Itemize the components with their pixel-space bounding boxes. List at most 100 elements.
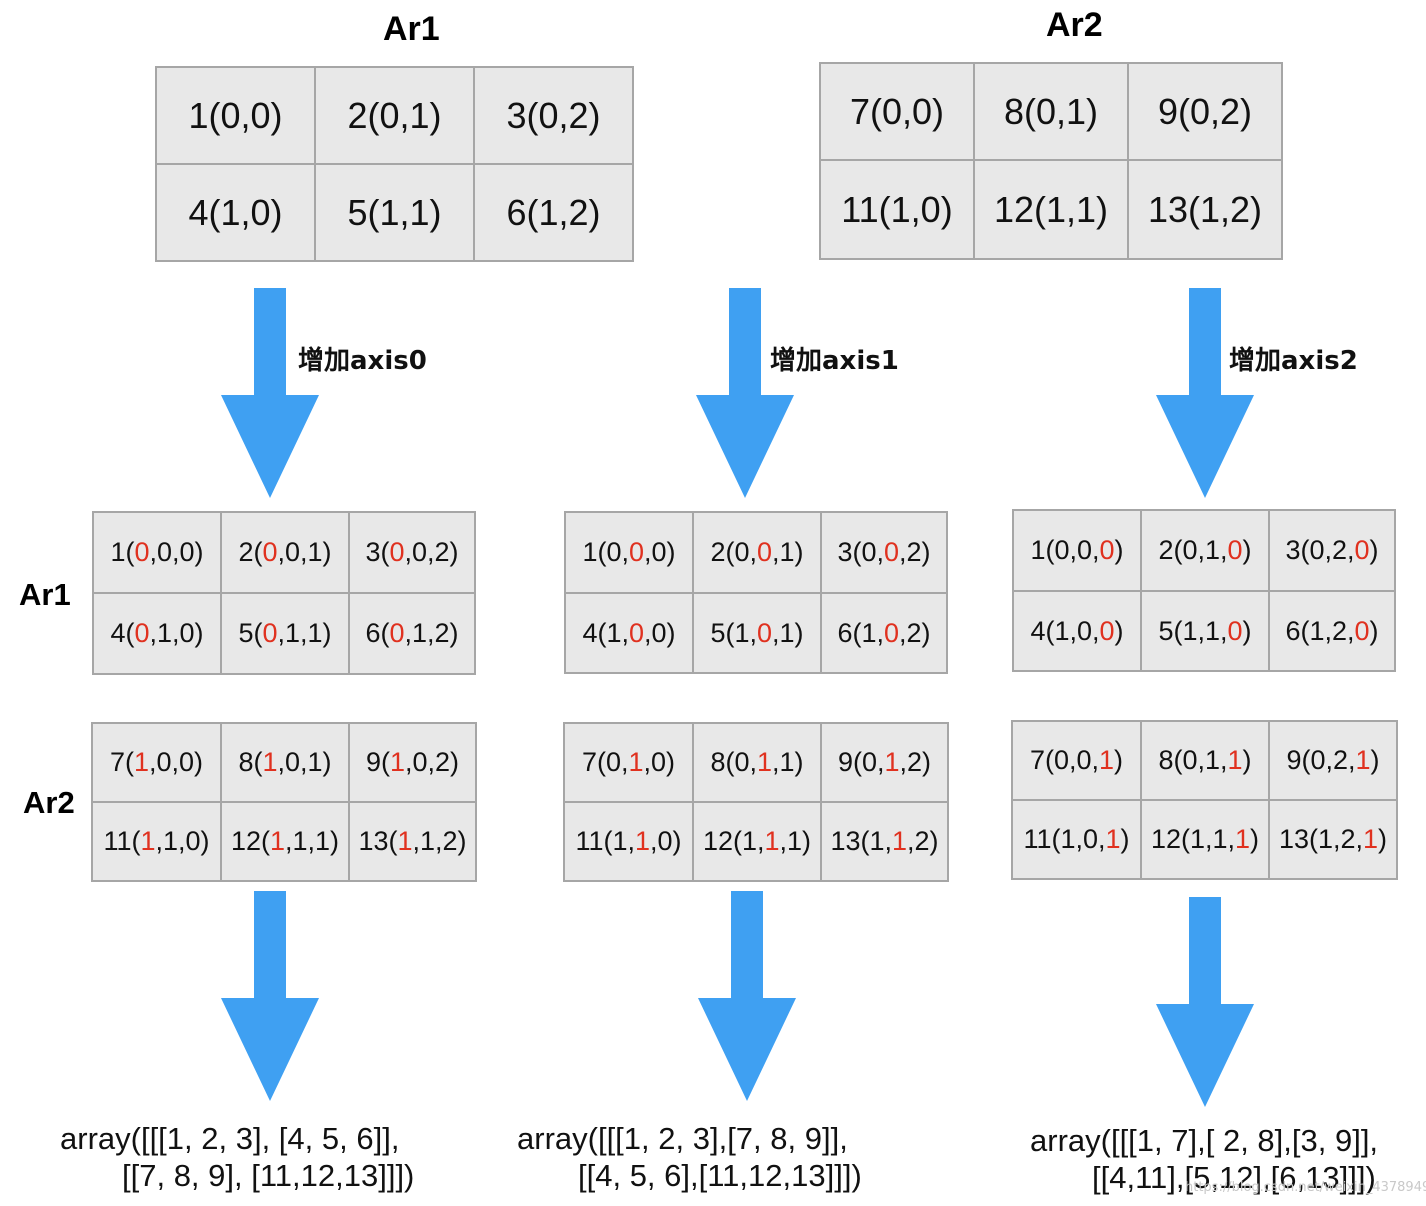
new-axis-index: 1: [133, 747, 149, 777]
new-axis-index: 1: [756, 747, 773, 777]
grid-cell: 6(0,1,2): [350, 594, 474, 673]
cell-text: 7(: [109, 747, 134, 777]
arrow-down-icon: [221, 891, 319, 1101]
grid-cell: 12(1,1,1): [222, 803, 350, 880]
grid-cell: 9(1,0,2): [350, 724, 475, 803]
new-axis-index: 0: [262, 618, 278, 648]
cell-text: 2(: [238, 537, 263, 567]
cell-text: 1(0,: [582, 537, 629, 567]
cell-text: 5(1,: [710, 617, 757, 648]
cell-text: ,0,0): [149, 537, 204, 567]
cell-text: ): [1114, 615, 1124, 646]
cell-text: ,1,2): [412, 826, 467, 856]
grid-cell: 11(1,1,0): [93, 803, 222, 880]
cell-text: 4(1,0,: [1030, 615, 1100, 646]
cell-text: 11(1,: [575, 826, 635, 856]
watermark: https://blog.csdn.net/weixin_43789492: [1185, 1180, 1426, 1195]
cell-text: 5(: [238, 618, 263, 648]
new-axis-index: 0: [883, 537, 900, 567]
new-axis-index: 1: [628, 747, 644, 777]
grid-cell: 1(0,0,0): [566, 513, 694, 594]
grid-cell: 11(1,0,1): [1013, 801, 1142, 878]
arrow-label-axis2: 增加axis2: [1229, 346, 1358, 376]
cell-text: 9(0,: [837, 747, 885, 777]
grid-cell: 4(1,0): [157, 165, 316, 260]
grid-cell: 9(0,2): [1129, 64, 1281, 161]
new-axis-index: 0: [1099, 535, 1115, 565]
cell-text: ,1): [772, 537, 804, 567]
cell-text: 13(: [358, 826, 398, 856]
cell-text: 13(1,: [830, 826, 892, 856]
new-axis-index: 0: [1354, 535, 1370, 565]
cell-text: 7(0,: [581, 747, 629, 777]
cell-text: 3(0,2): [506, 94, 601, 136]
axis1-ar1-grid: 1(0,0,0)2(0,0,1)3(0,0,2)4(1,0,0)5(1,0,1)…: [564, 511, 948, 674]
arrow-shape: [696, 288, 794, 498]
result-axis1-line2: [[4, 5, 6],[11,12,13]]]): [578, 1158, 862, 1193]
cell-text: ,0,2): [405, 747, 460, 777]
grid-cell: 1(0,0,0): [94, 513, 222, 594]
cell-text: 4(: [110, 618, 135, 648]
cell-text: 4(1,0): [188, 191, 283, 233]
new-axis-index: 0: [1227, 535, 1243, 565]
new-axis-index: 1: [884, 747, 900, 777]
grid-cell: 7(0,1,0): [565, 724, 694, 803]
new-axis-index: 0: [134, 537, 150, 567]
cell-text: ,0,1): [277, 747, 332, 777]
result-axis0-line2: [[7, 8, 9], [11,12,13]]]): [122, 1158, 415, 1193]
new-axis-index: 0: [389, 537, 405, 567]
grid-cell: 1(0,0,0): [1014, 511, 1142, 592]
new-axis-index: 0: [1354, 615, 1370, 646]
arrow-label-axis1: 增加axis1: [770, 346, 899, 376]
new-axis-index: 0: [1099, 615, 1115, 646]
cell-text: 7(0,0,: [1029, 745, 1099, 775]
grid-cell: 3(0,0,2): [822, 513, 946, 594]
cell-text: 2(0,1,: [1158, 535, 1228, 565]
new-axis-index: 0: [756, 617, 773, 648]
cell-text: ,0,1): [277, 537, 332, 567]
arrow-shape: [221, 288, 319, 498]
cell-text: ,0): [644, 617, 676, 648]
arrow-down-icon: [698, 891, 796, 1101]
cell-text: ): [1370, 745, 1380, 775]
arrow-down-icon: [696, 288, 794, 498]
new-axis-index: 1: [397, 826, 413, 856]
cell-text: 4(1,: [582, 617, 629, 648]
new-axis-index: 1: [1105, 824, 1121, 854]
grid-cell: 6(1,2,0): [1270, 592, 1394, 670]
grid-cell: 11(1,1,0): [565, 803, 694, 880]
cell-text: ): [1378, 824, 1388, 854]
new-axis-index: 0: [756, 537, 773, 567]
cell-text: ,1,2): [404, 618, 459, 648]
new-axis-index: 0: [883, 617, 900, 648]
cell-text: ,1): [772, 617, 804, 648]
new-axis-index: 1: [1099, 745, 1115, 775]
new-axis-index: 1: [1227, 745, 1243, 775]
cell-text: 8(0,1): [1003, 90, 1099, 132]
grid-cell: 4(1,0,0): [566, 594, 694, 672]
axis2-ar1-grid: 1(0,0,0)2(0,1,0)3(0,2,0)4(1,0,0)5(1,1,0)…: [1012, 509, 1396, 672]
cell-text: 9(: [365, 747, 390, 777]
grid-cell: 13(1,2,1): [1270, 801, 1396, 878]
cell-text: ,1): [772, 747, 804, 777]
grid-cell: 5(0,1,1): [222, 594, 350, 673]
cell-text: 1(0,0): [188, 94, 283, 136]
grid-cell: 5(1,0,1): [694, 594, 822, 672]
result-axis1-line1: array([[[1, 2, 3],[7, 8, 9]],: [517, 1121, 848, 1156]
grid-cell: 5(1,1): [316, 165, 475, 260]
grid-cell: 3(0,2): [475, 68, 632, 165]
cell-text: 11(1,0): [841, 188, 953, 230]
cell-text: 7(0,0): [849, 90, 945, 132]
cell-text: 13(1,2): [1147, 188, 1263, 230]
cell-text: ): [1120, 824, 1130, 854]
new-axis-index: 1: [635, 826, 651, 856]
cell-text: 12(1,1): [993, 188, 1109, 230]
new-axis-index: 1: [1355, 745, 1371, 775]
new-axis-index: 1: [262, 747, 278, 777]
new-axis-index: 1: [389, 747, 405, 777]
new-axis-index: 0: [628, 617, 645, 648]
new-axis-index: 0: [628, 537, 645, 567]
grid-cell: 3(0,0,2): [350, 513, 474, 594]
cell-text: ): [1250, 824, 1260, 854]
cell-text: 12(1,: [702, 826, 765, 856]
